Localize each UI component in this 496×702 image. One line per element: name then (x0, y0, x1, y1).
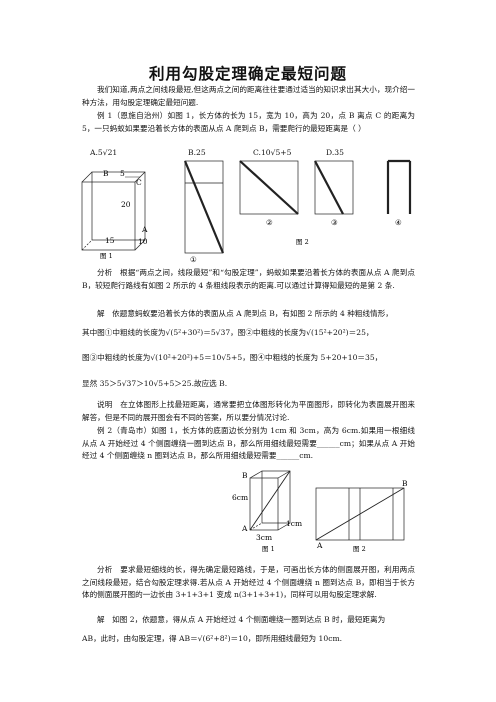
example1-note: 说明 在立体图形上找最短距离，通常要把立体图形转化为平面图形，即转化为表面展开图… (82, 400, 415, 422)
fig2-caption: 图 2 (296, 238, 309, 246)
net-3 (314, 160, 354, 215)
fig1-label-15: 15 (105, 236, 115, 245)
example1-solution-line2: 其中图①中粗线的长度为√(5²+30²)＝5√37，图②中粗线的长度为√(15²… (82, 328, 374, 337)
option-a: A.5√21 (90, 148, 118, 157)
net-2 (239, 160, 299, 215)
example2-stem: 例 2（青岛市）如图 1，长方体的底面边长分别为 1cm 和 3cm，高为 6c… (82, 426, 415, 461)
cuboid-figure-1 (81, 171, 146, 251)
net-3-number: ③ (331, 218, 338, 227)
option-c: C.10√5+5 (253, 148, 292, 157)
option-b: B.25 (188, 148, 206, 157)
example2-solution-line1: 解 如图 2，依题意，得从点 A 开始经过 4 个侧面缠绕一圈到达点 B 时，最… (97, 615, 386, 624)
fig1-label-20: 20 (121, 200, 131, 209)
net-1 (183, 160, 225, 254)
intro-paragraph: 我们知道,两点之间线段最短,但这两点之间的距离往往要通过适当的知识求出其大小，现… (82, 85, 415, 107)
unfolded-net-ex2 (315, 487, 405, 541)
fig1-label-5: 5 (120, 169, 125, 178)
example1-solution-line4: 显然 35＞5√37＞10√5+5＞25.故应选 B. (82, 379, 228, 388)
example1-analysis: 分析 根据“两点之间，线段最短”和“勾股定理”，蚂蚁如果要沿着长方体的表面从点 … (82, 268, 415, 290)
ex2-fig1-caption: 图 1 (262, 545, 275, 553)
net-1-number: ① (190, 255, 197, 264)
page-title: 利用勾股定理确定最短问题 (148, 65, 347, 83)
ex2-fig1-label-6cm: 6cm (232, 493, 248, 502)
example2-solution-line2: AB，此时，由勾股定理，得 AB＝√(6²+8²)＝10，即所用细线最短为 10… (82, 634, 343, 643)
ex2-fig2-caption: 图 2 (353, 545, 366, 553)
net-2-number: ② (266, 218, 273, 227)
example1-stem: 例 1（恩施自治州）如图 1，长方体的长为 15，宽为 10，高为 20，点 B… (82, 111, 415, 133)
cuboid-figure-ex2 (249, 470, 291, 531)
fig1-label-10: 10 (138, 237, 148, 246)
example2-analysis: 分析 要求最短细线的长，得先确定最短路线，于是，可画出长方体的侧面展开图，利用两… (82, 565, 415, 600)
ex2-fig2-label-a: A (316, 541, 323, 550)
fig1-label-b: B (103, 169, 109, 178)
fig1-caption: 图 1 (100, 252, 113, 260)
option-d: D.35 (326, 148, 344, 157)
ex2-fig1-label-b: B (242, 471, 248, 480)
ex2-fig2-label-b: B (402, 479, 408, 488)
ex2-fig1-label-1cm: 1cm (286, 519, 302, 528)
net-4 (386, 159, 412, 214)
example1-solution-line1: 解 依题意蚂蚁要沿着长方体的表面从点 A 爬到点 B，有如图 2 所示的 4 种… (97, 309, 393, 318)
net-4-number: ④ (395, 218, 402, 227)
ex2-fig1-label-3cm: 3cm (256, 533, 272, 542)
fig1-label-c: C (136, 178, 142, 187)
example1-solution-line3: 图③中粗线的长度为√(10²+20²)+5＝10√5+5，图④中粗线的长度为 5… (82, 353, 383, 362)
fig1-label-a: A (141, 225, 148, 234)
ex2-fig1-label-a: A (241, 524, 248, 533)
